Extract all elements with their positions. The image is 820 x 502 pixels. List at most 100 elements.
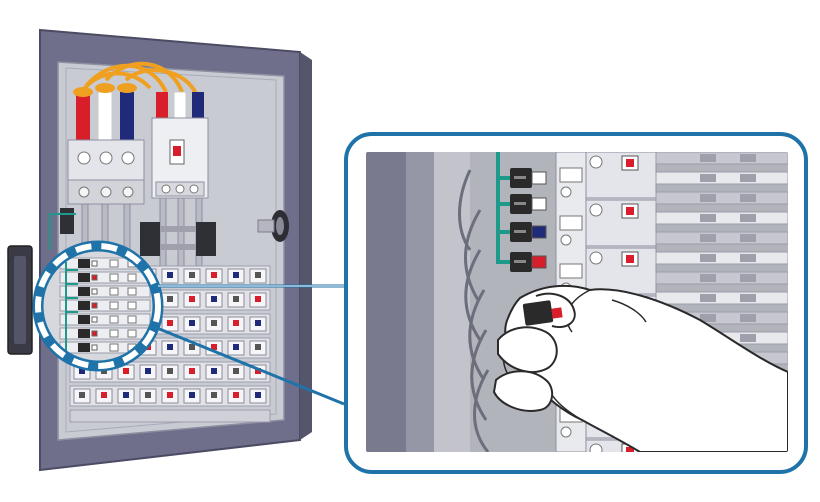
right-bar-block (700, 254, 716, 262)
circle-breaker (109, 301, 119, 310)
zoom-plug-line (514, 230, 526, 233)
right-bar-block (700, 154, 716, 162)
zoom-terminal (559, 263, 583, 279)
breaker-switch (233, 320, 239, 326)
circle-plug-tip (91, 344, 98, 351)
circle-plug-tip (91, 302, 98, 309)
breaker-switch (255, 272, 261, 278)
circle-breaker (109, 259, 119, 268)
circle-breaker (109, 273, 119, 282)
circle-plug (78, 259, 90, 268)
breaker-switch (189, 272, 195, 278)
breaker-switch (167, 368, 173, 374)
right-bar-block (740, 274, 756, 282)
right-bar (655, 152, 788, 165)
hand-icon (492, 284, 788, 452)
circle-teal-wire (65, 262, 78, 356)
breaker-switch (211, 344, 217, 350)
breaker-switch (211, 296, 217, 302)
teal-wire (496, 152, 512, 264)
zoom-terminal (559, 167, 583, 183)
breaker-switch (189, 392, 195, 398)
circle-plug (78, 287, 90, 296)
circle-breaker (127, 329, 137, 338)
right-bar-block (700, 174, 716, 182)
callout-connector (151, 284, 345, 406)
breaker-switch (79, 368, 85, 374)
breaker-switch (189, 296, 195, 302)
zoom-terminal (559, 215, 583, 231)
circle-breaker (109, 287, 119, 296)
breaker-switch (145, 368, 151, 374)
terminal-block-left (67, 139, 145, 205)
breaker-switch (255, 320, 261, 326)
right-bar-block (740, 194, 756, 202)
cabinet-side (300, 52, 312, 440)
breaker-switch (233, 344, 239, 350)
right-bar-block (740, 234, 756, 242)
breaker-switch (211, 272, 217, 278)
breaker-switch (233, 272, 239, 278)
zoom-screw (589, 443, 603, 452)
circle-plug-tip (91, 260, 98, 267)
zoom-screw (589, 251, 603, 265)
zoom-plug-tip (531, 171, 547, 185)
breaker-switch (167, 272, 173, 278)
circle-plug-tip (91, 288, 98, 295)
circle-breaker (109, 329, 119, 338)
breaker-switch (79, 392, 85, 398)
wire-orange-loops (80, 61, 198, 95)
bottom-rail (69, 409, 271, 423)
zoom-screw (589, 155, 603, 169)
magnifier-callout-icon (344, 132, 808, 474)
right-bar-block (740, 254, 756, 262)
breaker-switch (167, 344, 173, 350)
circle-plug (78, 315, 90, 324)
distribution-cabinet-icon (7, 28, 312, 472)
right-bar-block (740, 154, 756, 162)
right-bar (655, 171, 788, 185)
zoom-switch-indicator (626, 159, 634, 167)
right-bar-block (700, 234, 716, 242)
zoom-plug-tip (531, 255, 547, 269)
zoom-switch-indicator (626, 207, 634, 215)
right-bar (655, 231, 788, 245)
wire-bundle-right (156, 91, 204, 119)
cabinet-lock-icon (257, 210, 289, 242)
breaker-switch (211, 320, 217, 326)
breaker-switch (167, 320, 173, 326)
right-bar-block (700, 314, 716, 322)
circle-plug (78, 343, 90, 352)
right-bar (655, 251, 788, 265)
right-bar-block (740, 294, 756, 302)
right-bar (655, 191, 788, 205)
breaker-switch (167, 392, 173, 398)
circle-row (59, 285, 151, 298)
circle-breaker (127, 287, 137, 296)
breaker-switch (255, 296, 261, 302)
right-bar-block (700, 274, 716, 282)
zoom-screw (589, 203, 603, 217)
zoom-plug-line (514, 176, 526, 179)
circle-plug (78, 273, 90, 282)
grey-wires (458, 169, 490, 452)
right-bar-block (740, 334, 756, 342)
breaker-switch (145, 392, 151, 398)
zoom-view (366, 152, 788, 452)
zoom-plug-tip (531, 225, 547, 239)
right-bar (655, 271, 788, 285)
zoom-switch-indicator (626, 255, 634, 263)
breaker-switch (167, 296, 173, 302)
breaker-switch (233, 368, 239, 374)
breaker-switch (255, 392, 261, 398)
zoom-terminal-screw (560, 186, 572, 198)
circle-plug (78, 301, 90, 310)
zoom-terminal-screw (560, 234, 572, 246)
right-bar-block (700, 294, 716, 302)
wire-bundle-left (73, 83, 137, 141)
breaker-switch (233, 392, 239, 398)
zoom-plug-line (514, 260, 526, 263)
right-bar-block (740, 314, 756, 322)
